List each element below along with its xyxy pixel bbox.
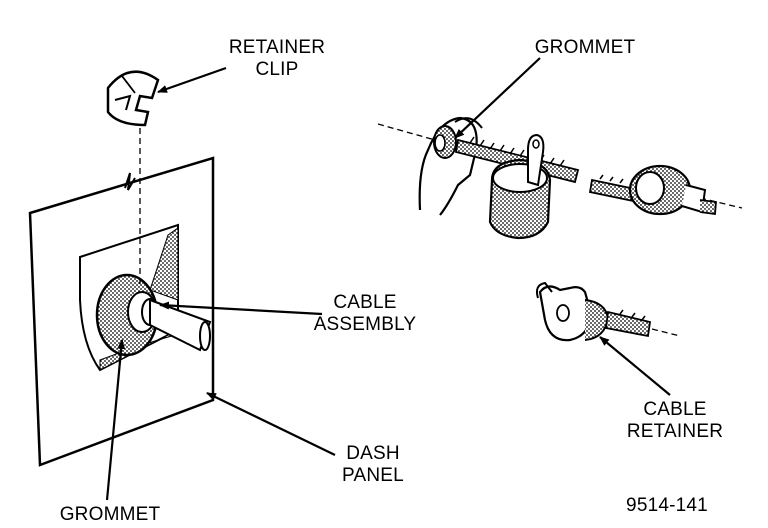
cable-shaft	[149, 298, 212, 352]
figure-number: 9514-141	[612, 495, 722, 517]
grommet-left	[95, 273, 159, 357]
label-grommet-top: GROMMET	[520, 37, 650, 59]
label-cable-retainer: CABLE RETAINER	[620, 399, 730, 443]
leader-cable-assembly	[159, 301, 323, 316]
label-retainer-clip: RETAINER CLIP	[222, 37, 332, 81]
cable-end-top	[628, 164, 717, 216]
leader-cable-retainer	[599, 336, 671, 396]
retainer-clip	[106, 70, 160, 127]
leader-lines	[105, 57, 671, 501]
label-retainer-clip-line2: CLIP	[255, 59, 299, 80]
label-cable-retainer-line1: CABLE	[643, 399, 707, 420]
label-dash-panel-line1: DASH	[346, 443, 400, 464]
label-dash-panel: DASH PANEL	[328, 443, 418, 487]
label-dash-panel-line2: PANEL	[342, 465, 404, 486]
leader-dash-panel	[206, 392, 336, 456]
label-cable-retainer-line2: RETAINER	[626, 421, 724, 442]
leader-retainer-clip	[157, 66, 227, 94]
grommet-top	[433, 125, 457, 159]
cup-grommet	[488, 133, 552, 240]
label-grommet-top-text: GROMMET	[534, 37, 636, 58]
label-cable-assembly: CABLE ASSEMBLY	[305, 292, 425, 336]
retainer-axis-line	[651, 328, 681, 337]
label-grommet-bottom-text: GROMMET	[59, 504, 161, 525]
label-retainer-clip-line1: RETAINER	[228, 37, 326, 58]
label-grommet-bottom: GROMMET	[50, 504, 170, 526]
leader-grommet-bottom	[105, 339, 126, 501]
axis-line-left	[377, 123, 436, 141]
label-cable-assembly-line2: ASSEMBLY	[313, 314, 417, 335]
axis-line-right	[699, 197, 743, 209]
cable-retainer-part	[535, 281, 652, 342]
figure-number-text: 9514-141	[626, 495, 708, 516]
label-cable-assembly-line1: CABLE	[333, 292, 397, 313]
leader-grommet-top	[454, 57, 541, 139]
